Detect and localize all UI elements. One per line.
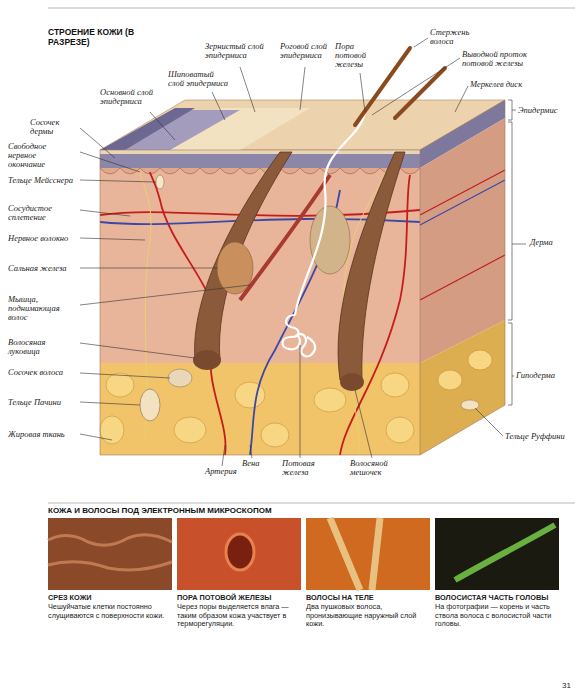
part-label: Выводной проток потовой железы (462, 50, 542, 68)
caption-body: Через поры выделяется влага — таким обра… (177, 603, 301, 629)
part-label: Основной слой эпидермиса (100, 88, 160, 106)
part-label: Шиповатый слой эпидермиса (168, 70, 228, 88)
part-label: Тельце Пачини (8, 398, 78, 407)
part-label: Потовая железа (282, 459, 332, 477)
caption-body: Два пушковых волоса, пронизывающие наруж… (306, 603, 430, 629)
caption-body: На фотографии — корень и часть ствола во… (435, 603, 559, 629)
part-label: Гиподерма (516, 371, 576, 380)
page-number: 31 (562, 682, 582, 691)
part-label: Свободное нервное окончание (8, 142, 70, 170)
part-label: Эпидермис (518, 106, 578, 115)
part-label: Сосочек волоса (8, 368, 78, 377)
photo-caption: СРЕЗ КОЖИЧешуйчатые клетки постоянно слу… (48, 594, 172, 620)
caption-heading: ВОЛОСИСТАЯ ЧАСТЬ ГОЛОВЫ (435, 594, 559, 603)
part-label: Пора потовой железы (335, 42, 385, 70)
caption-body: Чешуйчатые клетки постоянно слущиваются … (48, 603, 172, 621)
part-label: Сальная железа (8, 264, 78, 273)
part-label: Дерма (530, 238, 580, 247)
part-label: Артерия (205, 467, 255, 476)
part-label: Сосудистое сплетение (8, 204, 70, 222)
caption-heading: ПОРА ПОТОВОЙ ЖЕЛЕЗЫ (177, 594, 301, 603)
photo-caption: ВОЛОСЫ НА ТЕЛЕДва пушковых волоса, прони… (306, 594, 430, 629)
part-label: Стержень волоса (430, 28, 490, 46)
part-label: Вена (242, 459, 272, 468)
part-label: Меркелев диск (470, 80, 540, 89)
diagram-title: СТРОЕНИЕ КОЖИ (В РАЗРЕЗЕ) (48, 28, 148, 48)
part-label: Тельце Мейсснера (8, 176, 78, 185)
caption-heading: СРЕЗ КОЖИ (48, 594, 172, 603)
photo-caption: ПОРА ПОТОВОЙ ЖЕЛЕЗЫЧерез поры выделяется… (177, 594, 301, 629)
caption-heading: ВОЛОСЫ НА ТЕЛЕ (306, 594, 430, 603)
part-label: Волосяной мешочек (350, 459, 405, 477)
part-label: Жировая ткань (8, 430, 78, 439)
part-label: Сосочек дермы (30, 118, 80, 136)
part-label: Тельце Руффини (505, 432, 565, 441)
part-label: Волосяная луковица (8, 338, 78, 356)
photo-caption: ВОЛОСИСТАЯ ЧАСТЬ ГОЛОВЫНа фотографии — к… (435, 594, 559, 629)
part-label: Зернистый слой эпидермиса (205, 42, 277, 60)
section-heading: КОЖА И ВОЛОСЫ ПОД ЭЛЕКТРОННЫМ МИКРОСКОПО… (48, 507, 448, 516)
part-label: Мышца, поднимающая волос (8, 295, 70, 323)
part-label: Роговой слой эпидермиса (280, 42, 332, 60)
part-label: Нервное волокно (8, 234, 78, 243)
